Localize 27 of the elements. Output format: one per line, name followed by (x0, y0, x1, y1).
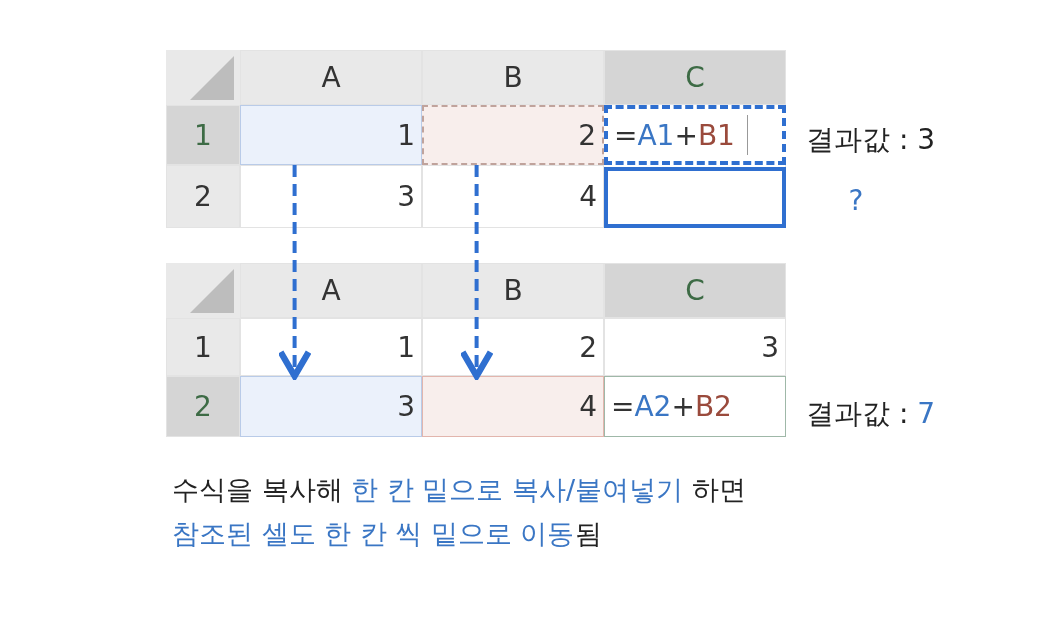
cell-value: 3 (240, 165, 422, 228)
formula-cell: =A2+B2 (604, 376, 786, 437)
row-header: 1 (166, 105, 240, 165)
arrow (459, 165, 494, 380)
column-header: B (422, 50, 604, 105)
row-header: 2 (166, 165, 240, 228)
cell-value: 3 (240, 376, 422, 437)
column-header: A (240, 50, 422, 105)
row-header: 1 (166, 318, 240, 376)
formula-cell: =A1+B1 (604, 105, 786, 165)
question-mark: ? (847, 182, 865, 219)
caption: 수식을 복사해 한 칸 밑으로 복사/붙여넣기 하면 참조된 셀도 한 칸 씩 밑으로 이동됨 (172, 473, 747, 551)
result-text: 결과값 : 7 (805, 396, 937, 432)
cell-value: 4 (422, 376, 604, 437)
cell-value: 2 (422, 105, 604, 165)
cell-value: 2 (422, 318, 604, 376)
column-header: C (604, 50, 786, 105)
arrow (277, 165, 312, 380)
cell-value: 1 (240, 105, 422, 165)
cell-value: 1 (240, 318, 422, 376)
result-text: 결과값 : 3 (805, 122, 937, 158)
cell-value: 4 (422, 165, 604, 228)
column-header: B (422, 263, 604, 318)
row-header: 2 (166, 376, 240, 437)
cell-value: 3 (604, 318, 786, 376)
column-header: C (604, 263, 786, 318)
column-header: A (240, 263, 422, 318)
